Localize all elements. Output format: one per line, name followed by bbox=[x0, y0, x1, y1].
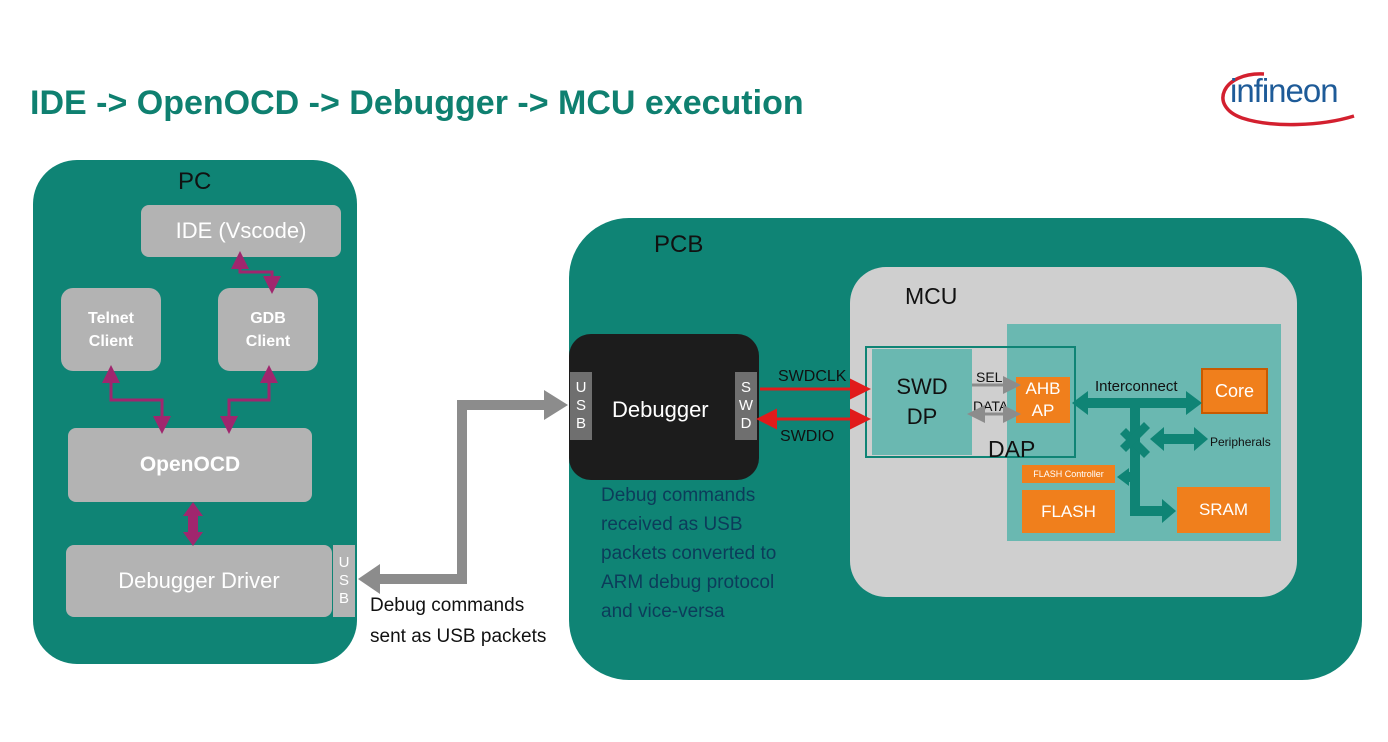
usb-note-line: sent as USB packets bbox=[370, 626, 547, 647]
pcb-label: PCB bbox=[654, 231, 704, 258]
debugger-swd-port: S W D bbox=[735, 372, 757, 440]
debugger-usb-letter: U bbox=[575, 379, 587, 396]
dp-label: DP bbox=[906, 404, 938, 429]
core-label: Core bbox=[1214, 380, 1254, 401]
ahb-label: AHB bbox=[1025, 379, 1061, 398]
debugger-swd-letter: W bbox=[738, 397, 754, 414]
ap-label: AP bbox=[1031, 401, 1055, 420]
mcu-label: MCU bbox=[905, 283, 958, 309]
telnet-openocd-connector bbox=[102, 365, 171, 434]
flash-box: FLASH bbox=[1022, 490, 1115, 533]
usb-note-line: Debug commands bbox=[370, 595, 525, 616]
pc-usb-port: U S B bbox=[333, 545, 355, 617]
gdb-client-box: GDB Client bbox=[218, 288, 318, 371]
pc-usb-letter: S bbox=[338, 572, 349, 589]
openocd-driver-connector bbox=[183, 502, 203, 546]
sram-label: SRAM bbox=[1198, 500, 1249, 519]
flash-controller-label: FLASH Controller bbox=[1033, 469, 1104, 479]
debugger-note: Debug commands received as USB packets c… bbox=[601, 481, 776, 626]
pc-usb-letter: B bbox=[338, 590, 349, 607]
pc-usb-letter: U bbox=[338, 554, 350, 571]
openocd-label: OpenOCD bbox=[139, 453, 241, 476]
page-title: IDE -> OpenOCD -> Debugger -> MCU execut… bbox=[30, 84, 804, 122]
swdio-label: SWDIO bbox=[780, 428, 835, 445]
debugger-label: Debugger bbox=[612, 397, 709, 422]
gdb-label: GDB bbox=[250, 309, 286, 327]
debugger-note-line: Debug commands bbox=[601, 485, 756, 506]
telnet-client-label: Client bbox=[88, 332, 134, 350]
ide-gdb-connector bbox=[231, 251, 281, 294]
debugger-driver-label: Debugger Driver bbox=[118, 568, 280, 593]
debugger-box bbox=[569, 334, 759, 480]
usb-note: Debug commands sent as USB packets bbox=[370, 590, 546, 652]
swd-dp-box: SWD DP bbox=[872, 349, 972, 455]
swd-label: SWD bbox=[896, 374, 948, 399]
telnet-client-box: Telnet Client bbox=[61, 288, 161, 371]
dap-label: DAP bbox=[988, 436, 1036, 462]
sram-box: SRAM bbox=[1177, 487, 1270, 533]
debugger-note-line: and vice-versa bbox=[601, 601, 725, 622]
swdclk-label: SWDCLK bbox=[778, 368, 847, 385]
interconnect-label: Interconnect bbox=[1095, 378, 1178, 395]
debugger-usb-letter: S bbox=[575, 397, 586, 414]
peripherals-label: Peripherals bbox=[1210, 435, 1271, 449]
ahb-ap-box: AHB AP bbox=[1016, 377, 1070, 423]
telnet-label: Telnet bbox=[88, 309, 134, 327]
usb-cable bbox=[358, 390, 568, 594]
debugger-usb-port: U S B bbox=[570, 372, 592, 440]
debugger-driver-box: Debugger Driver bbox=[66, 545, 332, 617]
debugger-usb-letter: B bbox=[575, 415, 586, 432]
debugger-swd-letter: D bbox=[740, 415, 752, 432]
debugger-note-line: ARM debug protocol bbox=[601, 572, 775, 593]
gdb-openocd-connector bbox=[220, 365, 278, 434]
debugger-note-line: received as USB bbox=[601, 514, 743, 535]
debugger-swd-letter: S bbox=[740, 379, 751, 396]
ide-box: IDE (Vscode) bbox=[141, 205, 341, 257]
logo-text: infineon bbox=[1230, 72, 1339, 109]
pc-label: PC bbox=[178, 168, 212, 195]
ide-label: IDE (Vscode) bbox=[175, 218, 307, 243]
infineon-logo: infineon bbox=[1212, 66, 1358, 130]
sel-label: SEL bbox=[976, 369, 1003, 385]
core-box: Core bbox=[1201, 368, 1268, 414]
flash-label: FLASH bbox=[1041, 501, 1096, 521]
openocd-box: OpenOCD bbox=[68, 428, 312, 502]
flash-controller-box: FLASH Controller bbox=[1022, 465, 1115, 483]
debugger-note-line: packets converted to bbox=[601, 543, 777, 564]
interconnect-bus bbox=[1072, 391, 1208, 523]
gdb-client-label: Client bbox=[245, 332, 291, 350]
